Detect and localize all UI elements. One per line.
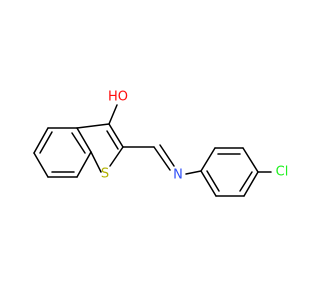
imine-double-bond [153, 146, 171, 171]
hydroxyl-label: HO [108, 90, 128, 105]
bond [243, 171, 259, 197]
bond [242, 147, 259, 173]
thiophene-ring [76, 123, 124, 173]
nitrogen-label: N [173, 168, 183, 183]
double-bond-inner [39, 131, 53, 154]
bond [33, 152, 49, 178]
double-bond-inner [71, 132, 86, 154]
molecule-structure: HO S N Cl [33, 90, 289, 197]
chlorine-label: Cl [276, 165, 289, 180]
c-o-bond [108, 104, 118, 125]
fused-benzene-ring [33, 127, 92, 178]
n-c-bond [185, 170, 202, 175]
bond [200, 170, 217, 197]
double-bond-inner [106, 130, 119, 150]
bond [33, 127, 49, 154]
bond [200, 147, 216, 172]
chlorophenyl-ring [200, 147, 259, 197]
bond [76, 127, 92, 153]
bond [108, 123, 124, 148]
imine-double-bond [159, 144, 175, 167]
double-bond-inner [239, 171, 253, 192]
bond [76, 123, 110, 129]
bond [90, 151, 102, 173]
bond [76, 151, 92, 178]
bond [109, 146, 124, 167]
sulfur-label: S [101, 167, 109, 182]
double-bond-inner [206, 170, 220, 192]
